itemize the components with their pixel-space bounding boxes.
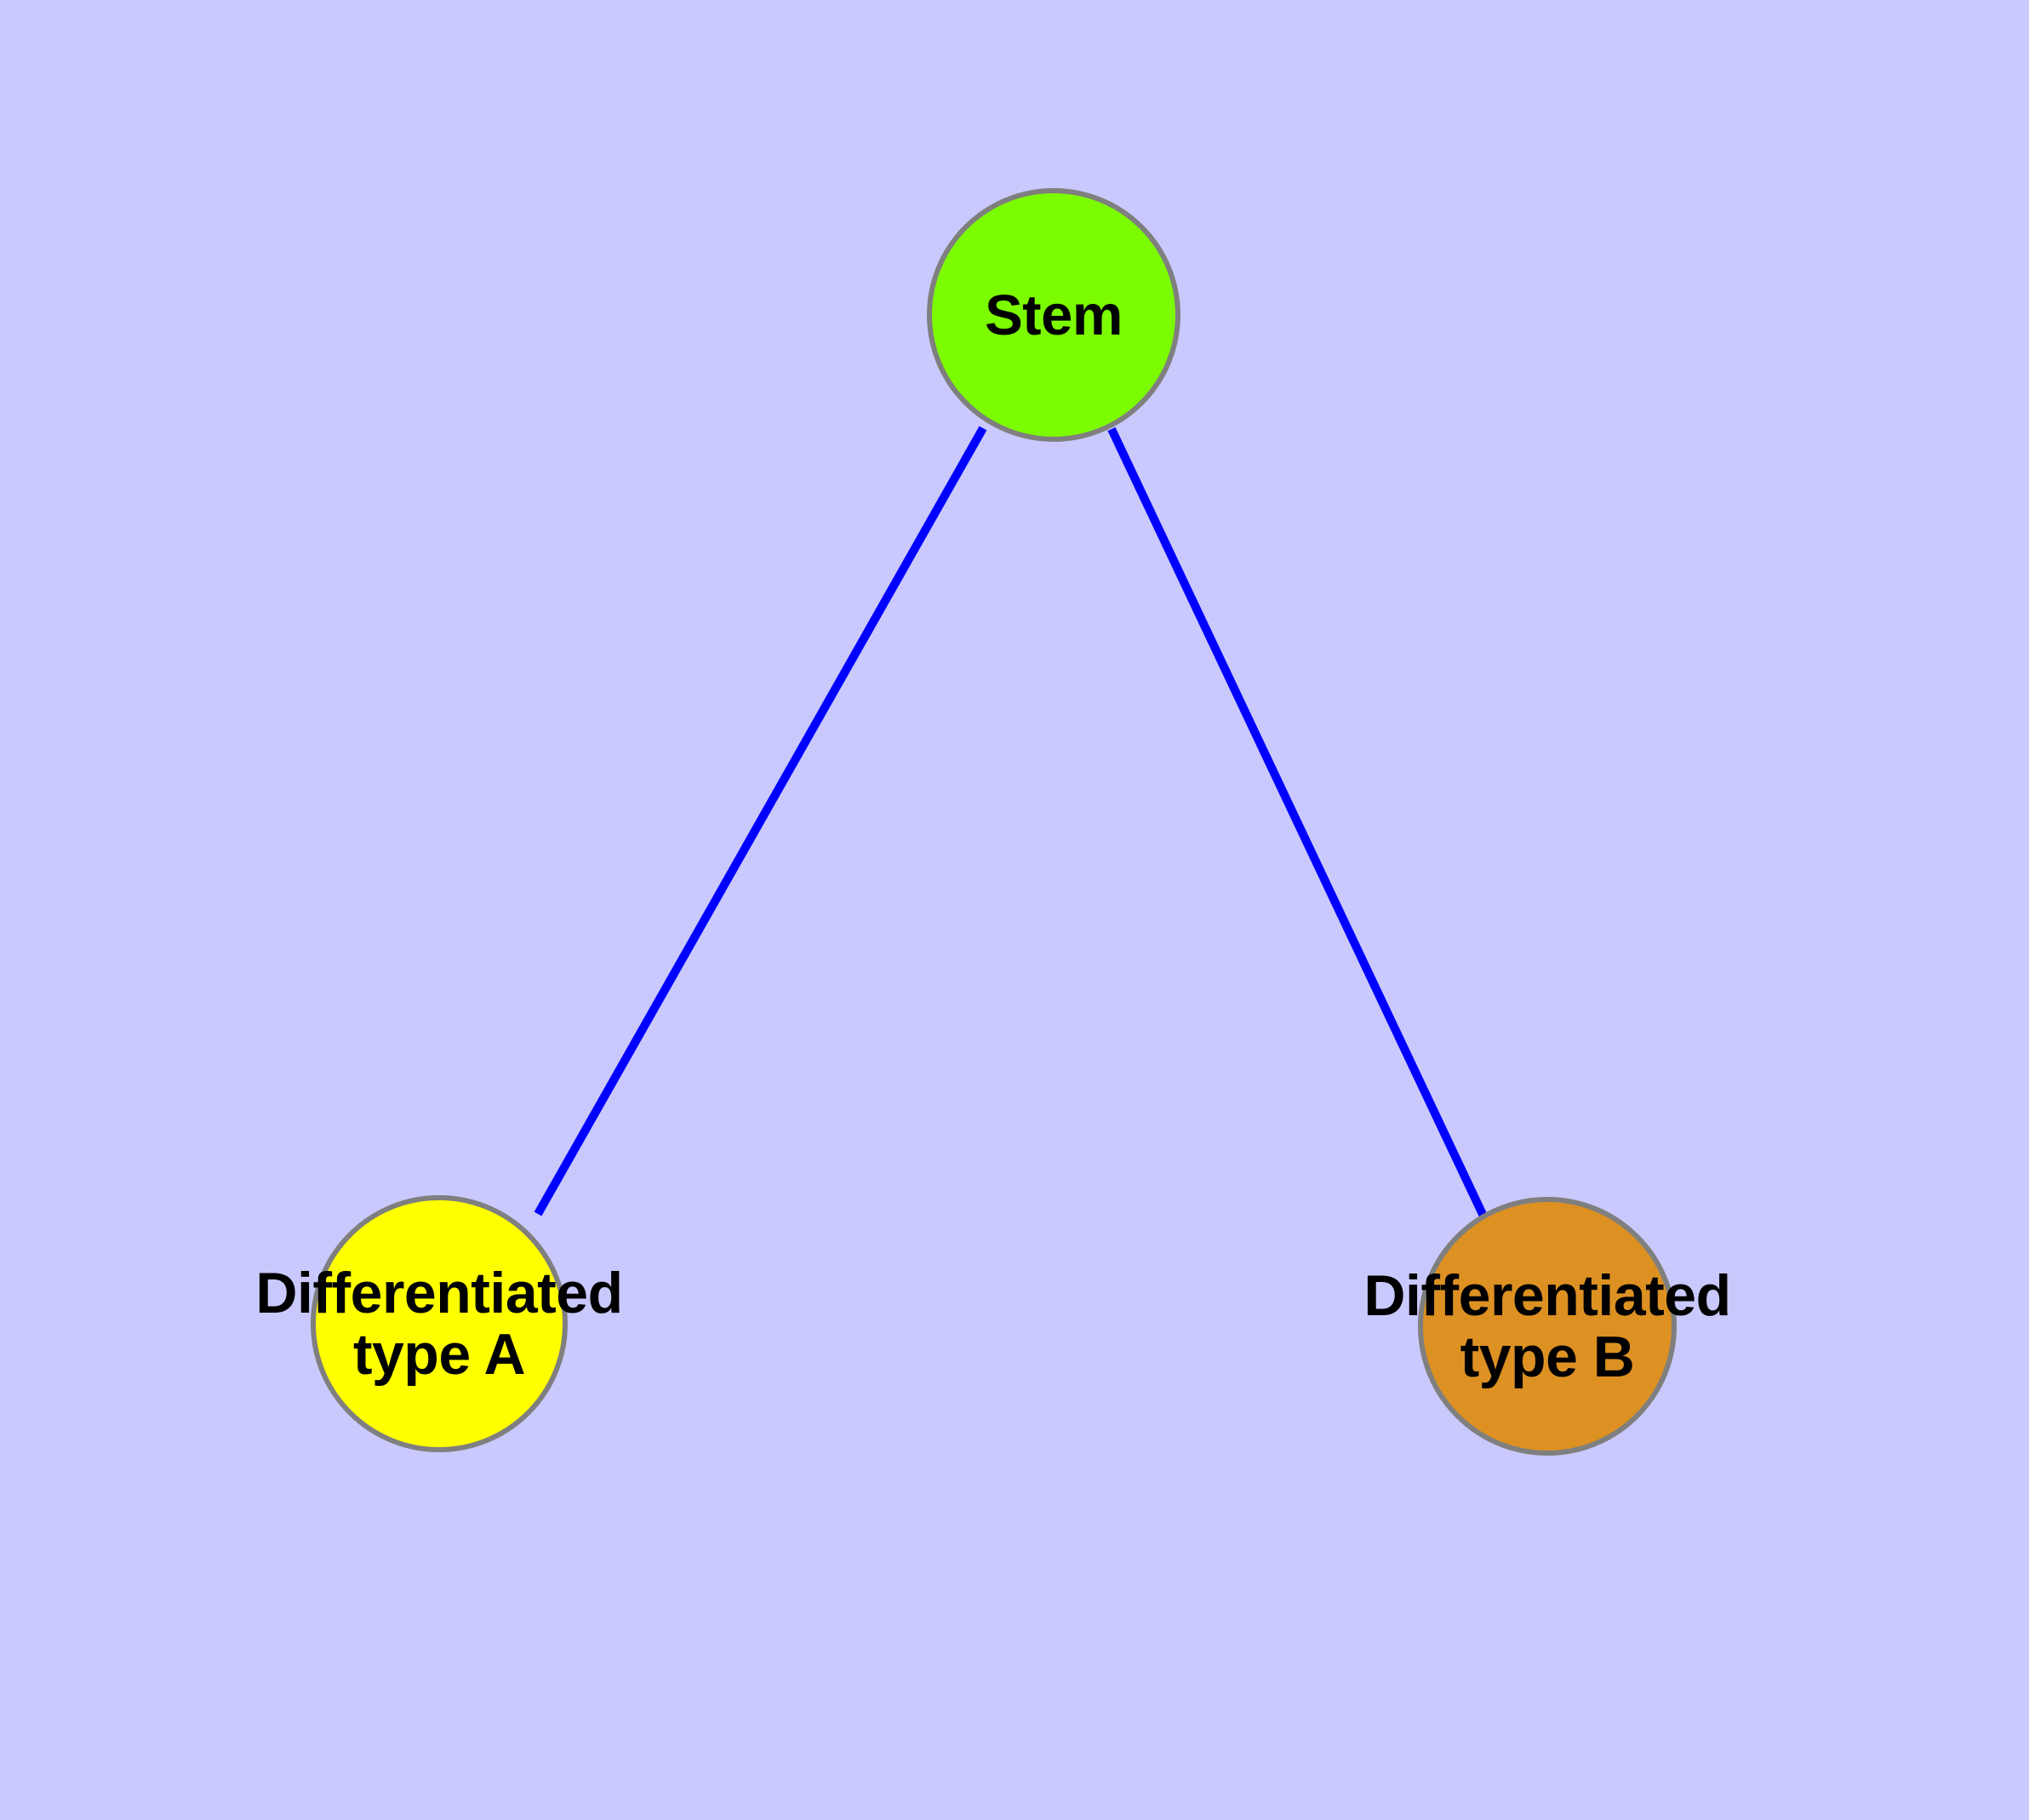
node-differentiated-type-a[interactable] (311, 1195, 568, 1452)
edge-stem-to-diff-a (534, 426, 987, 1216)
edge-stem-to-diff-b (1107, 426, 1491, 1226)
node-stem[interactable] (927, 188, 1180, 442)
node-differentiated-type-b[interactable] (1418, 1197, 1677, 1456)
